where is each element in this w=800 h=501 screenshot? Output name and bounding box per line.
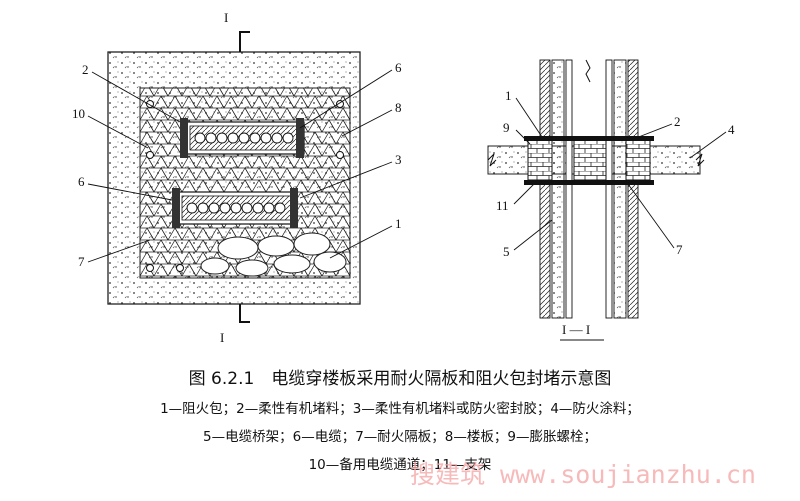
section-callout-5: 5 bbox=[503, 244, 510, 259]
figure-title: 图 6.2.1 电缆穿楼板采用耐火隔板和阻火包封堵示意图 bbox=[188, 369, 612, 389]
cable-fire-stop-diagram: I I 2 10 6 7 6 8 3 1 bbox=[72, 10, 735, 345]
section-callout-7: 7 bbox=[676, 242, 683, 257]
callout-8: 8 bbox=[395, 100, 402, 115]
section-caption: I — I bbox=[562, 322, 590, 337]
callout-2: 2 bbox=[82, 62, 89, 77]
watermark: 搜建筑 www.soujianzhu.cn bbox=[410, 460, 756, 489]
section-fire-bags-center bbox=[573, 139, 607, 181]
plan-view: I I 2 10 6 7 6 8 3 1 bbox=[72, 10, 402, 345]
section-mark-top: I bbox=[224, 10, 228, 25]
legend-line-1: 1—阻火包；2—柔性有机堵料；3—柔性有机堵料或防火密封胶；4—防火涂料； bbox=[160, 401, 640, 417]
legend-line-2: 5—电缆桥架；6—电缆；7—耐火隔板；8—楼板；9—膨胀螺栓； bbox=[203, 429, 597, 445]
callout-3: 3 bbox=[395, 152, 402, 167]
section-view: 1 9 11 5 2 4 7 I — I bbox=[487, 59, 735, 341]
section-callout-4: 4 bbox=[728, 122, 735, 137]
lower-cables bbox=[186, 202, 286, 214]
callout-7: 7 bbox=[78, 254, 85, 269]
callout-1: 1 bbox=[395, 216, 402, 231]
section-callout-2: 2 bbox=[674, 114, 681, 129]
fire-bags bbox=[200, 232, 347, 277]
upper-cables bbox=[194, 132, 294, 144]
callout-6-right: 6 bbox=[395, 60, 402, 75]
callout-10: 10 bbox=[72, 106, 85, 121]
legend-line-3: 10—备用电缆通道；11—支架 bbox=[308, 457, 492, 473]
section-callout-1: 1 bbox=[505, 88, 512, 103]
section-fire-bags-right bbox=[625, 139, 651, 181]
section-cable-trays bbox=[539, 59, 639, 319]
section-mark-bottom: I bbox=[220, 330, 224, 345]
expansion-bolts bbox=[146, 100, 344, 272]
section-callout-11: 11 bbox=[496, 198, 509, 213]
section-fire-bags-left bbox=[527, 139, 553, 181]
section-callout-9: 9 bbox=[503, 120, 510, 135]
callout-6-left: 6 bbox=[78, 174, 85, 189]
